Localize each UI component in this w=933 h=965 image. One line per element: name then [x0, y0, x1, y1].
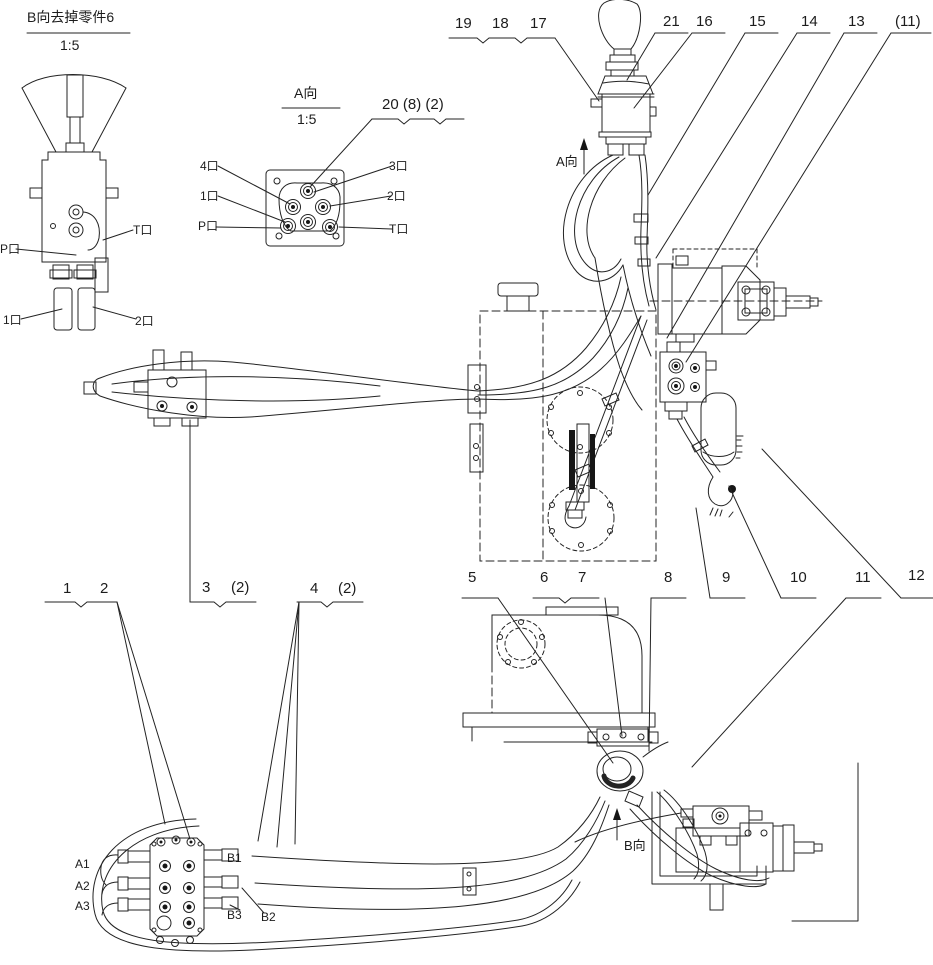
- callout-13: 13: [848, 13, 865, 30]
- callout-9: 9: [722, 569, 731, 586]
- detail-b-port-p: P口: [0, 242, 21, 256]
- callout-12: 12: [908, 567, 925, 584]
- lower-valve-block: [100, 835, 265, 947]
- callout-10: 10: [790, 569, 807, 586]
- view-a-port-1: 1口: [200, 189, 219, 203]
- detail-b-port-2: 2口: [135, 314, 154, 328]
- callout-19: 19: [455, 15, 472, 32]
- callout-6: 6: [540, 569, 549, 586]
- manifold-port-a2: A2: [75, 879, 90, 893]
- upper-left-valve: [83, 349, 479, 427]
- view-a-port-p: P口: [198, 219, 219, 233]
- view-a-drawing: [215, 107, 393, 247]
- callout-14: 14: [801, 13, 818, 30]
- callout-2: 2: [100, 580, 109, 597]
- detail-b-port-1: 1口: [3, 313, 22, 327]
- view-a-port-2: 2口: [387, 189, 406, 203]
- callout-8: 8: [664, 569, 673, 586]
- detail-b-scale: 1:5: [60, 37, 80, 53]
- view-a-port-t: T口: [389, 222, 409, 236]
- valve-left-fittings: [100, 849, 151, 916]
- lower-hoses: [92, 796, 610, 952]
- callout-15: 15: [749, 13, 766, 30]
- callout-11: 11: [855, 569, 871, 586]
- valve-right-fittings: [203, 848, 239, 910]
- detail-b-drawing: [15, 32, 137, 331]
- view-a-title: A向: [294, 85, 318, 101]
- manifold-port-b1: B1: [227, 851, 242, 865]
- upper-filter: [700, 392, 737, 466]
- manifold-port-b3: B3: [227, 908, 242, 922]
- callout-3-qty: (2): [231, 579, 250, 596]
- detail-b-port-t: T口: [133, 223, 153, 237]
- upper-tank: [467, 282, 657, 562]
- manifold-port-a3: A3: [75, 899, 90, 913]
- upper-joystick: [590, 0, 657, 156]
- view-a-direction-label: A向: [556, 154, 578, 169]
- callout-4: 4: [310, 580, 319, 597]
- callout-17: 17: [530, 15, 547, 32]
- callout-18: 18: [492, 15, 509, 32]
- detail-b-title: B向去掉零件6: [27, 9, 115, 25]
- view-a-port-4: 4口: [200, 159, 219, 173]
- view-b-direction-label: B向: [624, 838, 646, 853]
- upper-manifold: [659, 341, 744, 518]
- view-a-port-3: 3口: [389, 159, 408, 173]
- callout-16: 16: [696, 13, 713, 30]
- callout-5: 5: [468, 569, 477, 586]
- callout-3: 3: [202, 579, 211, 596]
- view-arrows: [580, 138, 621, 841]
- view-a-ports: [280, 183, 338, 235]
- view-a-scale: 1:5: [297, 111, 317, 127]
- callout-11-ref: (11): [895, 13, 921, 30]
- lower-pump: [574, 762, 859, 922]
- manifold-port-b2: B2: [261, 910, 276, 924]
- manifold-port-a1: A1: [75, 857, 90, 871]
- lower-tank-plan: [462, 606, 656, 743]
- upper-hoses: [477, 154, 657, 529]
- callout-4-qty: (2): [338, 580, 357, 597]
- upper-pump: [649, 248, 823, 343]
- callout-1: 1: [63, 580, 72, 597]
- callout-7: 7: [578, 569, 587, 586]
- callout-21: 21: [663, 13, 680, 30]
- callout-leaders: [44, 32, 933, 848]
- callout-20-8-2: 20 (8) (2): [382, 96, 444, 113]
- lower-joystick-mount: [587, 728, 770, 888]
